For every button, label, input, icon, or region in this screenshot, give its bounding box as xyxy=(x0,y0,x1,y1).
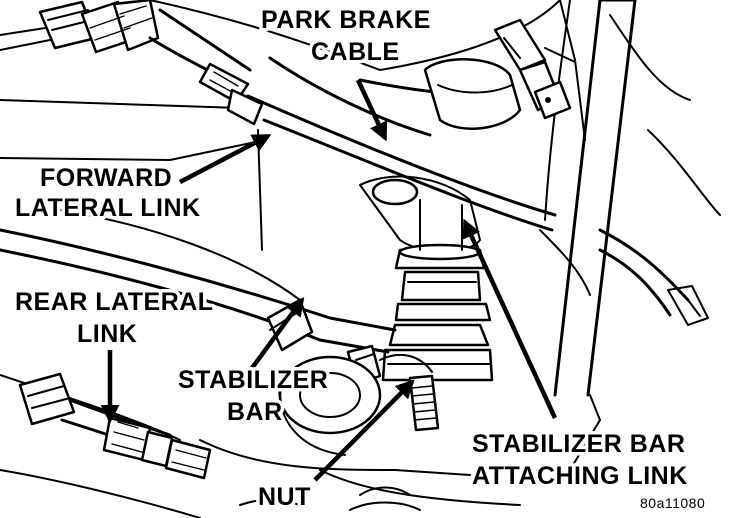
arrow-stabilizer-bar xyxy=(250,296,305,370)
arrow-park-brake-cable xyxy=(355,79,388,142)
background-structure xyxy=(0,0,721,518)
knuckle-top xyxy=(359,58,522,253)
strut-tube xyxy=(544,0,637,397)
label-attaching-link-line1: STABILIZER BAR xyxy=(472,430,685,458)
label-attaching-link-line2: ATTACHING LINK xyxy=(472,462,688,490)
arrow-nut xyxy=(313,379,415,482)
upper-hose-fitting xyxy=(38,0,264,126)
lower-bushing xyxy=(278,355,382,456)
park-brake-cable xyxy=(246,94,557,232)
rear-lateral-link xyxy=(18,372,212,480)
label-stabilizer-bar-line2: BAR xyxy=(227,398,283,426)
brake-hose xyxy=(598,228,709,326)
label-rear-lateral-link-line2: LINK xyxy=(77,320,137,348)
leader-arrows xyxy=(100,79,558,482)
lower-bottom-parts xyxy=(239,486,421,511)
wiring-connector xyxy=(493,18,576,120)
callout-labels: PARK BRAKE CABLE FORWARD LATERAL LINK RE… xyxy=(12,3,705,515)
arrow-attaching-link xyxy=(462,218,558,419)
label-park-brake-cable-line2: CABLE xyxy=(311,38,400,66)
label-rear-lateral-link-line1: REAR LATERAL xyxy=(15,288,214,316)
attaching-link-stack xyxy=(381,199,494,382)
arrow-forward-lateral-link xyxy=(178,134,272,184)
label-park-brake-cable-line1: PARK BRAKE xyxy=(261,6,431,34)
label-forward-lateral-link-line2: LATERAL LINK xyxy=(15,194,201,222)
label-nut: NUT xyxy=(258,483,311,511)
figure-code: 80a11080 xyxy=(640,495,705,511)
label-stabilizer-bar-line1: STABILIZER xyxy=(178,366,328,394)
label-forward-lateral-link-line1: FORWARD xyxy=(40,164,172,192)
